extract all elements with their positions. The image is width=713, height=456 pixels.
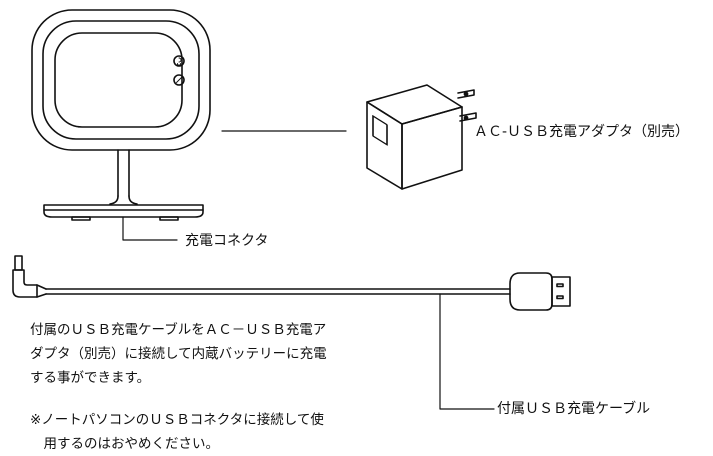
connector-label: 充電コネクタ (185, 233, 269, 249)
cable-leader-line (439, 293, 495, 410)
cable-label: 付属ＵＳＢ充電ケーブル (497, 401, 651, 417)
note-line: 用するのはおやめください。 (30, 436, 219, 452)
lamp-stand (109, 149, 138, 205)
instruction-line: ダプタ（別売）に接続して内蔵バッテリーに充電 (30, 346, 327, 362)
dimmer-icon (173, 74, 185, 86)
mirror-surface (54, 32, 183, 128)
adapter-label: ＡＣ-ＵＳＢ充電アダプタ（別売） (474, 124, 690, 140)
usb-cable (12, 255, 571, 311)
mirror-lamp (31, 9, 211, 151)
usb-plug-body (509, 272, 553, 311)
ac-usb-adapter (366, 84, 477, 190)
usb-port (372, 115, 388, 146)
connector-leader-line (122, 216, 178, 241)
instruction-text: 付属のＵＳＢ充電ケーブルをＡＣ－ＵＳＢ充電ア ダプタ（別売）に接続して内蔵バッテ… (30, 318, 327, 390)
lamp-outer-frame (31, 9, 211, 151)
light-bulb-icon (173, 55, 185, 67)
dc-plug-tip (14, 255, 23, 271)
warning-note: ※ノートパソコンのＵＳＢコネクタに接続して使 用するのはおやめください。 (30, 408, 324, 456)
lamp-inner-frame (42, 20, 200, 140)
usb-plug-tip (551, 276, 571, 307)
lamp-base (43, 204, 204, 221)
instruction-line: 付属のＵＳＢ充電ケーブルをＡＣ－ＵＳＢ充電ア (30, 322, 327, 338)
instruction-line: する事ができます。 (30, 370, 151, 386)
note-line: ※ノートパソコンのＵＳＢコネクタに接続して使 (30, 412, 324, 428)
